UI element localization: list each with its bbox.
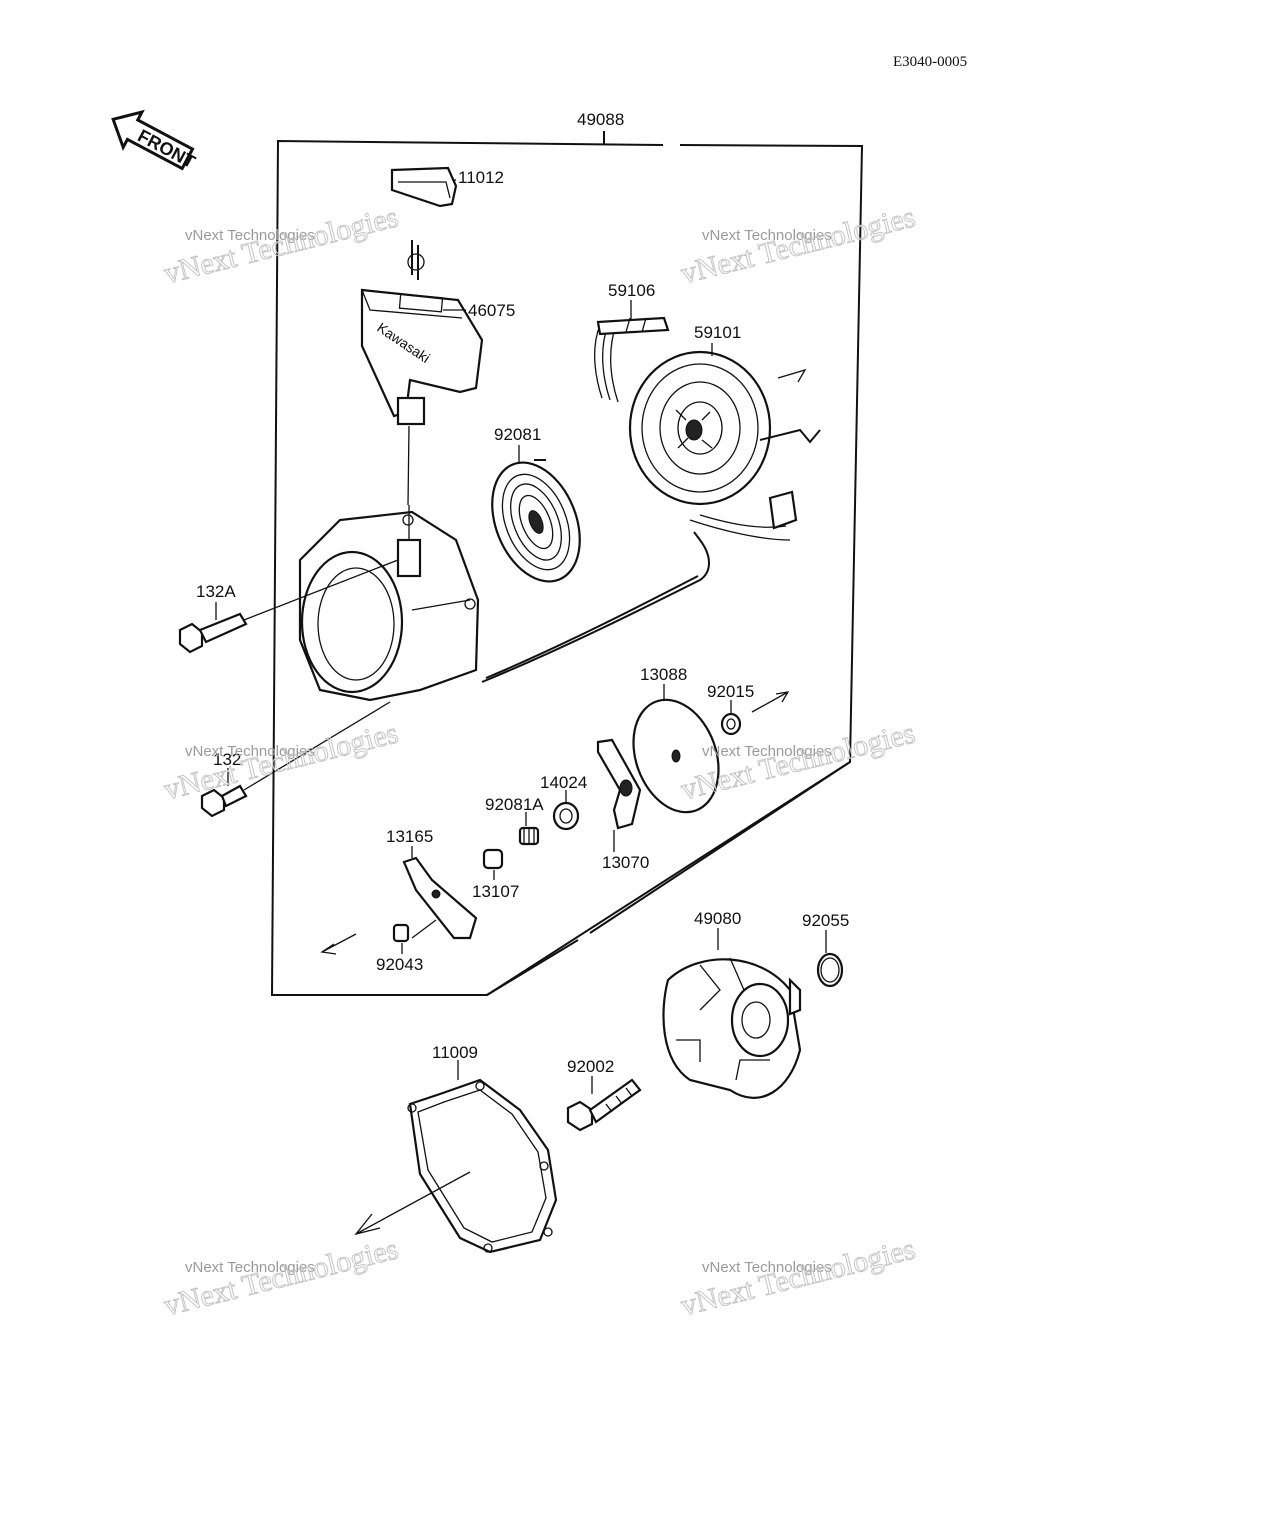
diagram-code: E3040-0005 bbox=[893, 54, 967, 70]
part-13165 bbox=[402, 856, 478, 940]
assembly-boundary bbox=[270, 131, 864, 996]
label-92055: 92055 bbox=[802, 911, 849, 930]
part-11012 bbox=[390, 166, 458, 208]
label-46075: 46075 bbox=[468, 301, 515, 320]
label-11009: 11009 bbox=[432, 1043, 478, 1062]
svg-text:vNext Technologies: vNext Technologies bbox=[161, 200, 402, 290]
label-13070: 13070 bbox=[602, 853, 649, 872]
label-13165: 13165 bbox=[386, 827, 433, 846]
svg-text:vNext Technologies: vNext Technologies bbox=[185, 227, 315, 244]
label-92043: 92043 bbox=[376, 955, 423, 974]
front-arrow-icon: FRONT bbox=[111, 109, 199, 172]
part-132 bbox=[200, 701, 391, 818]
label-59101: 59101 bbox=[694, 323, 741, 342]
part-92055 bbox=[816, 952, 844, 988]
part-92081A bbox=[518, 826, 540, 846]
label-92002: 92002 bbox=[567, 1057, 614, 1076]
svg-text:vNext Technologies: vNext Technologies bbox=[185, 743, 315, 760]
label-13088: 13088 bbox=[640, 665, 687, 684]
svg-text:vNext Technologies: vNext Technologies bbox=[185, 1259, 315, 1276]
label-132A: 132A bbox=[196, 582, 236, 601]
starter-housing bbox=[298, 505, 710, 702]
label-13107: 13107 bbox=[472, 882, 519, 901]
label-92015: 92015 bbox=[707, 682, 754, 701]
label-132: 132 bbox=[213, 750, 241, 769]
part-59106 bbox=[594, 316, 670, 403]
part-13107 bbox=[482, 848, 504, 870]
part-11009 bbox=[354, 1078, 558, 1254]
part-132A bbox=[178, 559, 399, 654]
part-46075: Kawasaki bbox=[360, 240, 484, 506]
label-49088: 49088 bbox=[577, 110, 624, 129]
svg-text:vNext Technologies: vNext Technologies bbox=[678, 200, 919, 290]
label-92081: 92081 bbox=[494, 425, 541, 444]
part-59101 bbox=[628, 350, 821, 541]
part-92081 bbox=[491, 459, 581, 583]
label-49080: 49080 bbox=[694, 909, 741, 928]
label-59106: 59106 bbox=[608, 281, 655, 300]
part-13088 bbox=[632, 698, 720, 814]
svg-text:vNext Technologies: vNext Technologies bbox=[161, 716, 402, 806]
label-14024: 14024 bbox=[540, 773, 587, 792]
svg-text:vNext Technologies: vNext Technologies bbox=[702, 1259, 832, 1276]
label-92081A: 92081A bbox=[485, 795, 544, 814]
svg-text:vNext Technologies: vNext Technologies bbox=[161, 1232, 402, 1322]
part-14024 bbox=[552, 801, 580, 831]
svg-text:vNext Technologies: vNext Technologies bbox=[702, 743, 832, 760]
part-92043 bbox=[320, 919, 437, 955]
part-92002 bbox=[566, 1078, 642, 1132]
part-13070 bbox=[596, 738, 642, 830]
part-49080 bbox=[662, 957, 802, 1099]
label-11012: 11012 bbox=[458, 168, 504, 187]
svg-text:vNext Technologies: vNext Technologies bbox=[702, 227, 832, 244]
svg-text:vNext Technologies: vNext Technologies bbox=[678, 1232, 919, 1322]
